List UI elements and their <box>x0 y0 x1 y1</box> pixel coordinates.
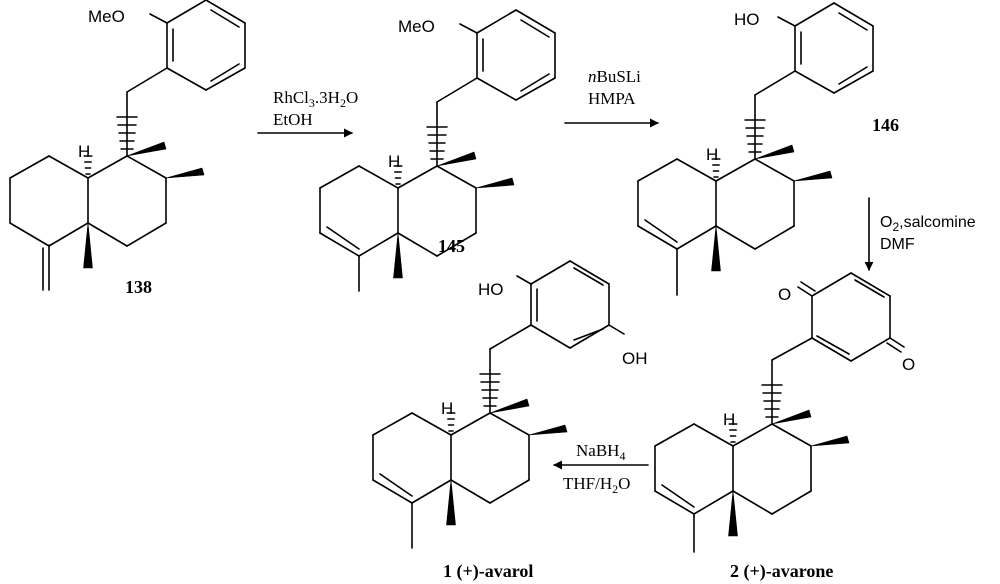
c146-label: 146 <box>872 115 899 135</box>
c146-hydroxy: HO <box>734 10 760 29</box>
compound-138: MeO H 138 <box>9 0 246 297</box>
c145-label: 145 <box>438 236 465 256</box>
step4-solvent: THF/H2O <box>563 474 630 496</box>
c145-methoxy: MeO <box>398 17 435 36</box>
c138-ome-bond <box>149 13 168 24</box>
avarol-oh-bond-2 <box>608 324 625 335</box>
avarol-label: 1 (+)-avarol <box>443 561 533 582</box>
avarone-oxo-1: O <box>778 285 791 304</box>
step-4: NaBH4 THF/H2O <box>553 441 649 496</box>
c138-methoxy: MeO <box>88 7 125 26</box>
step-1: RhCl3.3H2O EtOH <box>257 88 358 138</box>
compound-avarol: HO OH H 1 (+)-avarol <box>372 260 648 582</box>
step1-reagent: RhCl3.3H2O <box>273 88 358 110</box>
avarone-h-atom: H <box>723 410 735 429</box>
step-3: O2,salcomine DMF <box>864 197 976 271</box>
step2-reagent: nBuSLi <box>588 67 641 86</box>
step-2: nBuSLi HMPA <box>564 67 659 128</box>
step4-reagent: NaBH4 <box>576 441 625 463</box>
step3-solvent: DMF <box>880 236 915 253</box>
step1-solvent: EtOH <box>273 110 313 129</box>
c138-label: 138 <box>125 277 152 297</box>
avarol-oh-bond-1 <box>516 275 532 285</box>
step2-additive: HMPA <box>588 89 636 108</box>
avarol-h-atom: H <box>441 399 453 418</box>
compound-145: MeO H 145 <box>319 9 556 292</box>
c145-alkene-double <box>326 226 360 250</box>
c145-h-atom: H <box>388 152 400 171</box>
avarone-ring-double <box>854 279 885 298</box>
avarone-carbonyl-2 <box>889 337 905 348</box>
c146-h-atom: H <box>706 145 718 164</box>
avarone-label: 2 (+)-avarone <box>730 561 833 582</box>
c138-h-atom: H <box>78 142 90 161</box>
avarol-hydroxy-1: HO <box>478 280 504 299</box>
step3-reagent: O2,salcomine <box>880 214 976 234</box>
compound-avarone: O O H 2 (+)-avarone <box>654 272 915 582</box>
avarone-oxo-2: O <box>902 355 915 374</box>
avarol-hydroxy-2: OH <box>622 349 648 368</box>
compound-146: HO H 146 <box>637 2 899 296</box>
avarone-carbonyl-1 <box>797 286 813 297</box>
